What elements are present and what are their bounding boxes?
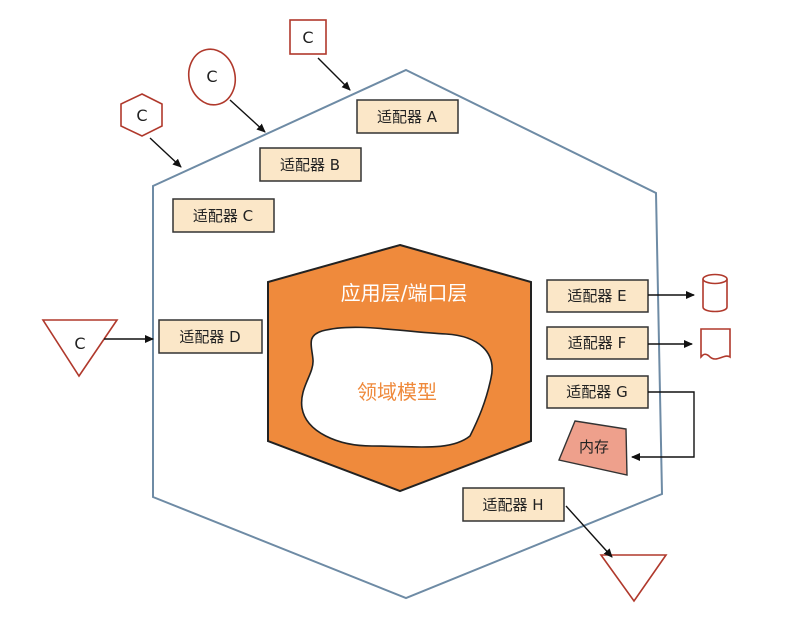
svg-text:C: C [74, 334, 85, 353]
svg-text:内存: 内存 [579, 438, 609, 456]
arrow-client-square-to-adapter-a [317, 57, 351, 91]
database-cylinder-icon [702, 273, 728, 313]
adapter-e: 适配器 E [546, 279, 649, 313]
svg-text:适配器 A: 适配器 A [377, 108, 438, 126]
svg-text:适配器 F: 适配器 F [568, 334, 626, 352]
arrow-adapter-h-to-triangle [565, 505, 613, 558]
svg-text:C: C [302, 28, 313, 47]
document-icon [700, 328, 731, 360]
adapter-f: 适配器 F [546, 326, 649, 360]
svg-text:C: C [206, 67, 217, 86]
adapter-h: 适配器 H [462, 487, 565, 522]
arrow-client-ellipse-to-outer-edge [229, 99, 266, 133]
client-hexagon: C [120, 93, 163, 137]
adapter-g: 适配器 G [546, 375, 649, 409]
outer-hexagon [152, 68, 664, 600]
svg-text:适配器 D: 适配器 D [179, 328, 240, 346]
svg-text:适配器 H: 适配器 H [482, 496, 543, 514]
adapter-b: 适配器 B [259, 147, 362, 182]
client-square: C [289, 19, 327, 55]
inner-layer-label: 应用层/端口层 [341, 281, 468, 305]
client-triangle-left: C [41, 319, 119, 378]
svg-text:适配器 B: 适配器 B [280, 156, 340, 174]
domain-model-label: 领域模型 [357, 380, 437, 404]
adapter-a: 适配器 A [356, 99, 459, 134]
adapter-d: 适配器 D [158, 319, 263, 354]
adapter-c: 适配器 C [172, 198, 275, 233]
client-triangle-bottom [599, 554, 668, 603]
svg-text:适配器 E: 适配器 E [567, 287, 626, 305]
svg-text:适配器 C: 适配器 C [193, 207, 253, 225]
memory-block: 内存 [558, 420, 628, 476]
arrow-client-hexagon-to-outer-edge [149, 137, 182, 168]
domain-model-blob [300, 326, 493, 448]
svg-text:C: C [136, 106, 147, 125]
svg-text:适配器 G: 适配器 G [566, 383, 627, 401]
arrow-adapter-g-to-memory [631, 391, 695, 461]
client-ellipse: C [187, 48, 237, 106]
